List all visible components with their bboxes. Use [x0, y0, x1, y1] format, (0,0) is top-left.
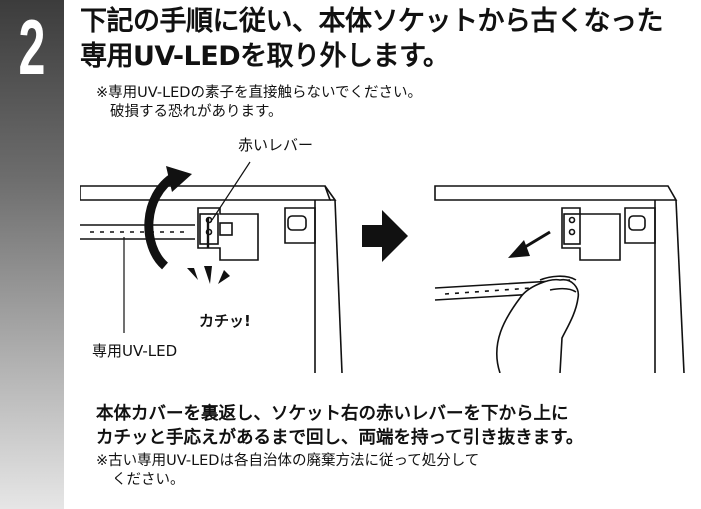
hand [496, 278, 580, 374]
removal-diagram [79, 161, 685, 374]
left-frame-post-outer [334, 199, 343, 374]
removal-illustration: 赤いレバー カチッ! 専用UV-LED [79, 128, 690, 377]
click-label: カチッ! [199, 312, 251, 330]
disposal-note-line-1: ※古い専用UV-LEDは各自治体の廃棄方法に従って処分して [96, 453, 480, 469]
caution-note-line-1: ※専用UV-LEDの素子を直接触らないでください。 [96, 85, 423, 101]
step-side-bar: 2 [0, 0, 64, 509]
instruction-text: 本体カバーを裏返し、ソケット右の赤いレバーを下から上に カチッと手応えがあるまで… [96, 402, 583, 450]
uv-led-label: 専用UV-LED [92, 342, 178, 360]
right-frame-top [434, 185, 678, 201]
caution-note: ※専用UV-LEDの素子を直接触らないでください。 破損する恐れがあります。 [96, 84, 422, 122]
click-mark [187, 268, 198, 280]
disposal-note: ※古い専用UV-LEDは各自治体の廃棄方法に従って処分して ください。 [96, 452, 479, 490]
instruction-line-1: 本体カバーを裏返し、ソケット右の赤いレバーを下から上に [96, 404, 569, 424]
left-frame-top [80, 185, 332, 201]
rotation-arrow [144, 172, 178, 270]
instruction-line-2: カチッと手応えがあるまで回し、両端を持って引き抜きます。 [96, 428, 584, 448]
disposal-note-line-2: ください。 [112, 472, 185, 488]
title-line-2: 専用UV-LEDを取り外します。 [80, 41, 450, 72]
red-lever-label: 赤いレバー [238, 136, 314, 154]
lamp-tube [80, 224, 195, 240]
title-line-1: 下記の手順に従い、本体ソケットから古くなった [80, 6, 664, 37]
caution-note-line-2: 破損する恐れがあります。 [110, 104, 283, 120]
step-arrow [362, 210, 408, 262]
page-title: 下記の手順に従い、本体ソケットから古くなった 専用UV-LEDを取り外します。 [80, 4, 690, 74]
step-number: 2 [18, 3, 46, 91]
